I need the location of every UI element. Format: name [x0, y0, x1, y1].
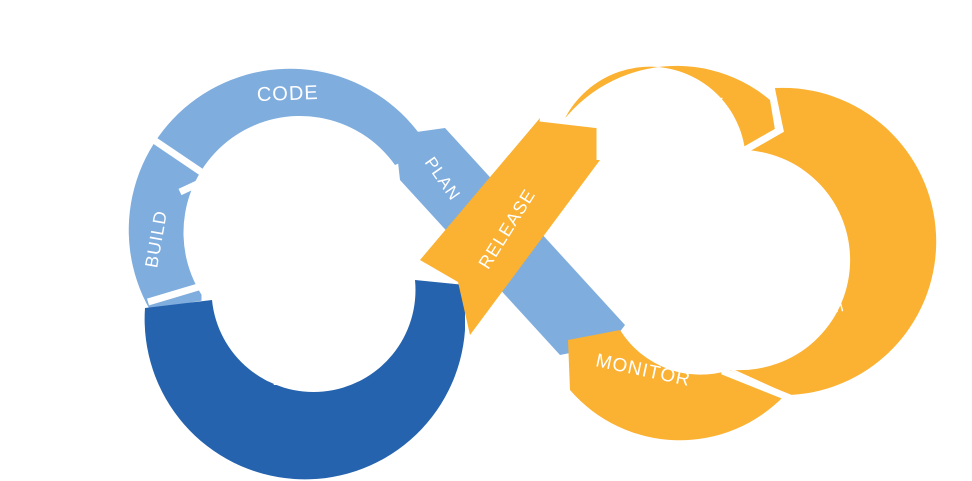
operate-label: OPERATE	[804, 224, 847, 318]
right-hole	[575, 147, 755, 317]
release-segment	[420, 118, 600, 335]
operate-segment	[735, 87, 937, 395]
test-label: TEST	[267, 360, 339, 391]
code-segment	[128, 68, 430, 310]
deploy-label: DEPLOY	[640, 89, 724, 116]
code-label: CODE	[257, 82, 320, 106]
deploy-segment	[545, 65, 775, 175]
test-segment	[144, 280, 465, 480]
separator-deploy-operate	[743, 81, 784, 154]
left-hole	[206, 147, 390, 317]
separator-code-build	[140, 129, 218, 196]
separator-operate-monitor	[721, 329, 792, 402]
monitor-segment	[568, 330, 785, 441]
separator-release-deploy	[539, 114, 604, 160]
